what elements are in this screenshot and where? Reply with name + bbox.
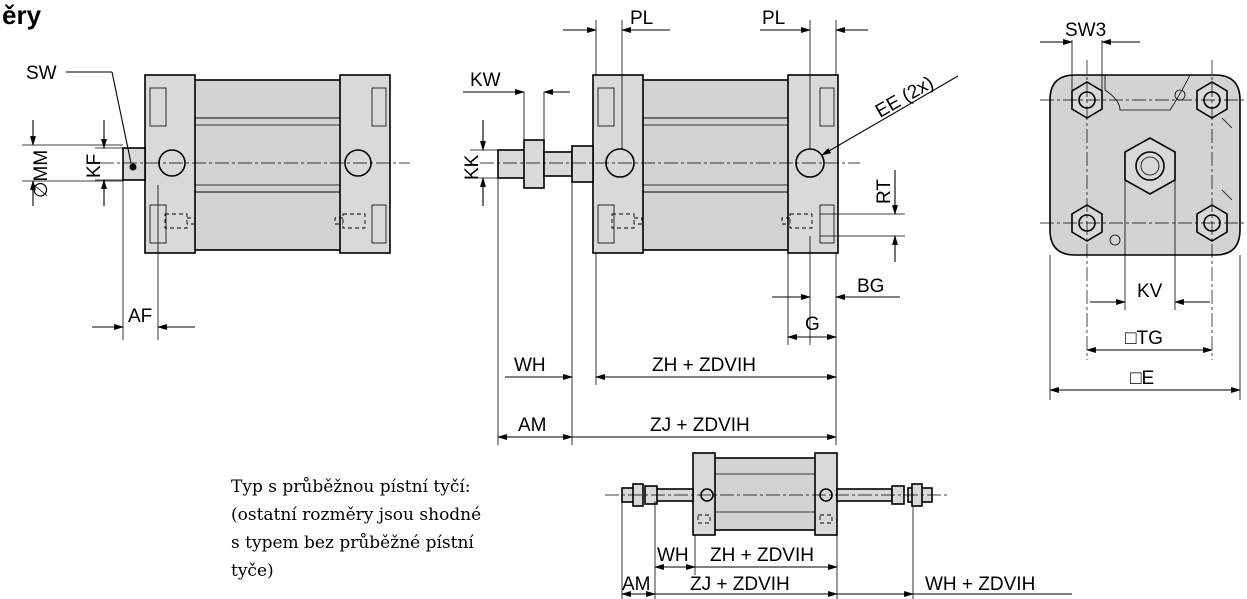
label-am-through: AM (622, 574, 651, 595)
label-pl-right: PL (762, 8, 785, 29)
rod-bushing (571, 145, 594, 183)
label-zj-through: ZJ + ZDVIH (690, 574, 790, 595)
label-zh-through: ZH + ZDVIH (710, 545, 814, 566)
through-rod-note: Typ s průběžnou pístní tyčí: (ostatní ro… (231, 477, 481, 581)
label-zh: ZH + ZDVIH (652, 355, 756, 376)
side-view-left: SW ∅MM KF AF (22, 63, 410, 340)
label-bg: BG (857, 276, 884, 297)
label-kk: KK (462, 154, 483, 180)
piston-rod (543, 151, 573, 177)
section-title: ěry (2, 0, 42, 30)
label-tg: □TG (1125, 328, 1163, 349)
label-kw: KW (470, 70, 501, 91)
center-rod (1135, 151, 1165, 181)
label-wh-stroke-through: WH + ZDVIH (925, 574, 1035, 595)
label-sw: SW (26, 63, 57, 84)
label-mm: ∅MM (31, 150, 52, 198)
label-kv: KV (1137, 281, 1163, 302)
note-line-1: Typ s průběžnou pístní tyčí: (231, 477, 471, 497)
side-view-main: KW KK PL PL EE (2x) RT BG (462, 8, 959, 445)
note-line-4: tyče) (231, 561, 274, 581)
label-pl-left: PL (630, 8, 653, 29)
label-rt: RT (874, 179, 895, 204)
label-am: AM (518, 415, 547, 436)
label-ee: EE (2x) (872, 72, 937, 122)
note-line-2: (ostatní rozměry jsou shodné (231, 505, 481, 525)
label-sw3: SW3 (1065, 20, 1106, 41)
label-wh-through: WH (657, 545, 689, 566)
through-rod-body (694, 457, 836, 531)
end-view: SW3 KV □TG □E (1040, 20, 1247, 400)
note-line-3: s typem bez průběžné pístní (231, 533, 474, 553)
label-g: G (805, 314, 820, 335)
rod-thread (497, 149, 527, 179)
rod-nut (523, 139, 545, 189)
label-e: □E (1130, 368, 1154, 389)
through-rod-view: WH ZH + ZDVIH AM ZJ + ZDVIH WH + ZDVIH (605, 452, 1072, 599)
label-wh: WH (514, 355, 546, 376)
label-af: AF (128, 306, 152, 327)
label-zj: ZJ + ZDVIH (650, 415, 750, 436)
label-kf: KF (84, 154, 105, 178)
